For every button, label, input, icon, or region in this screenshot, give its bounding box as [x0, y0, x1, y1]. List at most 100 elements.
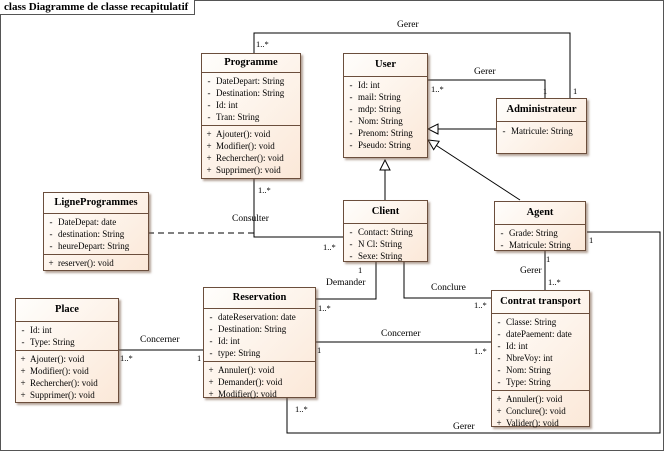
attribute: Nom: String: [506, 365, 551, 375]
class-name: User: [344, 54, 427, 77]
class-name: Programme: [202, 54, 300, 73]
attributes-section: -DateDepat: date -destination: String -h…: [44, 214, 148, 255]
attribute: Matricule: String: [511, 126, 573, 136]
class-name: Contrat transport: [492, 291, 589, 314]
multiplicity: 1: [546, 254, 551, 264]
class-contrat-transport[interactable]: Contrat transport -Classe: String -dateP…: [491, 290, 590, 428]
assoc-label-concerner-place: Concerner: [140, 335, 180, 345]
multiplicity: 1..*: [120, 353, 133, 363]
operations-section: +Annuler(): void +Conclure(): void +Vali…: [492, 391, 589, 431]
multiplicity: 1: [317, 345, 322, 355]
attribute: N Cl: String: [358, 239, 403, 249]
attributes-section: -DateDepart: String -Destination: String…: [202, 73, 300, 126]
class-agent[interactable]: Agent -Grade: String -Matricule: String: [494, 201, 586, 251]
operation: Valider(): void: [506, 418, 559, 428]
attributes-section: -Id: int -mail: String -mdp: String -Nom…: [344, 77, 427, 153]
class-reservation[interactable]: Reservation -dateReservation: date -Dest…: [203, 287, 316, 399]
attributes-section: -Contact: String -N Cl: String -Sexe: St…: [344, 224, 427, 264]
class-client[interactable]: Client -Contact: String -N Cl: String -S…: [343, 200, 428, 262]
attribute: Id: int: [506, 341, 528, 351]
multiplicity: 1..*: [323, 242, 336, 252]
operation: Modifier(): void: [30, 366, 89, 376]
operation: Annuler(): void: [506, 394, 563, 404]
attribute: Sexe: String: [358, 251, 403, 261]
attribute: Destination: String: [218, 324, 287, 334]
operations-section: +Annuler(): void +Demander(): void +Modi…: [204, 362, 315, 402]
assoc-gerer-programme: [253, 32, 571, 98]
class-name: Client: [344, 201, 427, 224]
attribute: Type: String: [506, 377, 551, 387]
multiplicity: 1..*: [295, 404, 308, 414]
assoc-label-gerer-programme: Gerer: [397, 20, 419, 30]
class-ligneprogrammes[interactable]: LigneProgrammes -DateDepat: date -destin…: [43, 192, 149, 271]
multiplicity: 1: [543, 86, 548, 96]
operation: Ajouter(): void: [30, 354, 85, 364]
operation: Conclure(): void: [506, 406, 566, 416]
operation: Modifier(): void: [216, 141, 275, 151]
operations-section: +reserver(): void: [44, 255, 148, 271]
operation: reserver(): void: [58, 258, 114, 268]
attribute: DateDepat: date: [58, 217, 117, 227]
multiplicity: 1..*: [258, 185, 271, 195]
assoc-label-conclure: Conclure: [431, 283, 466, 293]
attribute: Pseudo: String: [358, 140, 411, 150]
operation: Supprimer(): void: [30, 390, 95, 400]
attributes-section: -Classe: String -datePaement: date -Id: …: [492, 314, 589, 391]
attribute: dateReservation: date: [218, 312, 296, 322]
assoc-label-consulter: Consulter: [232, 214, 269, 224]
operation: Rechercher(): void: [216, 153, 284, 163]
attribute: Tran: String: [216, 112, 260, 122]
assoc-label-gerer-user: Gerer: [474, 67, 496, 77]
attributes-section: -Matricule: String: [497, 122, 586, 139]
operation: Annuler(): void: [218, 365, 275, 375]
attribute: Id: int: [30, 325, 52, 335]
multiplicity: 1..*: [474, 346, 487, 356]
attribute: mdp: String: [358, 104, 401, 114]
class-name: Reservation: [204, 288, 315, 309]
attribute: mail: String: [358, 92, 401, 102]
assoc-demander: [315, 261, 377, 300]
operation: Demander(): void: [218, 377, 283, 387]
operation: Supprimer(): void: [216, 165, 281, 175]
attribute: NbreVoy: int: [506, 353, 553, 363]
multiplicity: 1..*: [256, 39, 269, 49]
attribute: Contact: String: [358, 227, 413, 237]
multiplicity: 1: [197, 353, 202, 363]
operations-section: +Ajouter(): void +Modifier(): void +Rech…: [16, 351, 118, 403]
multiplicity: 1: [589, 235, 594, 245]
attribute: destination: String: [58, 229, 125, 239]
attribute: Prenom: String: [358, 128, 413, 138]
attributes-section: -Grade: String -Matricule: String: [495, 225, 585, 253]
attribute: Id: int: [358, 80, 380, 90]
assoc-label-concerner-contrat: Concerner: [381, 329, 421, 339]
class-user[interactable]: User -Id: int -mail: String -mdp: String…: [343, 53, 428, 158]
multiplicity: 1: [573, 86, 578, 96]
multiplicity: 1..*: [318, 303, 331, 313]
attribute: heureDepart: String: [58, 241, 130, 251]
multiplicity: 1..*: [474, 300, 487, 310]
generalization-agent: [428, 140, 521, 201]
class-programme[interactable]: Programme -DateDepart: String -Destinati…: [201, 53, 301, 179]
attribute: Grade: String: [509, 228, 558, 238]
attribute: datePaement: date: [506, 329, 572, 339]
class-administrateur[interactable]: Administrateur -Matricule: String: [496, 98, 587, 154]
diagram-title: class Diagramme de classe recapitulatif: [0, 0, 196, 15]
assoc-label-demander: Demander: [326, 278, 366, 288]
assoc-consulter: [253, 178, 343, 238]
assoc-gerer-user: [428, 79, 546, 98]
operation: Modifier(): void: [218, 389, 277, 399]
attribute: Nom: String: [358, 116, 403, 126]
attribute: type: String: [218, 348, 261, 358]
attribute: Id: int: [216, 100, 238, 110]
class-place[interactable]: Place -Id: int -Type: String +Ajouter():…: [15, 298, 119, 403]
assoc-conclure: [403, 261, 491, 299]
attributes-section: -Id: int -Type: String: [16, 322, 118, 351]
assoc-gerer-bottom: [286, 231, 661, 434]
operation: Ajouter(): void: [216, 129, 271, 139]
attribute: Type: String: [30, 337, 75, 347]
attribute: Matricule: String: [509, 240, 571, 250]
attributes-section: -dateReservation: date -Destination: Str…: [204, 309, 315, 362]
multiplicity: 1: [358, 265, 363, 275]
operations-section: +Ajouter(): void +Modifier(): void +Rech…: [202, 126, 300, 178]
